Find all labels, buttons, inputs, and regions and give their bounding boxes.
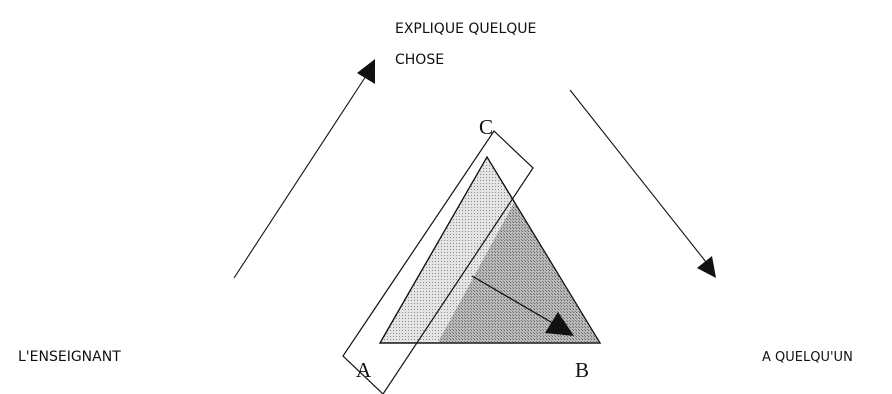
tilted-rectangle [342,130,534,394]
label-explique-line1: EXPLIQUE QUELQUE [395,21,536,37]
left-arrow-shaft [233,75,367,279]
vertex-label-b: B [575,358,589,382]
label-explique-line2: CHOSE [395,52,444,68]
triangle-outline [378,155,602,344]
right-arrow-shaft [569,89,707,263]
left-arrow-head [357,59,375,84]
inner-arrow-shaft [471,275,557,326]
right-arrow-head [697,256,716,278]
vertex-label-a: A [356,358,372,382]
label-enseignant: L'ENSEIGNANT [18,349,121,365]
label-quelquun: A QUELQU'UN [762,350,853,365]
inner-arrow-head [545,312,574,336]
vertex-label-c: C [479,115,493,139]
